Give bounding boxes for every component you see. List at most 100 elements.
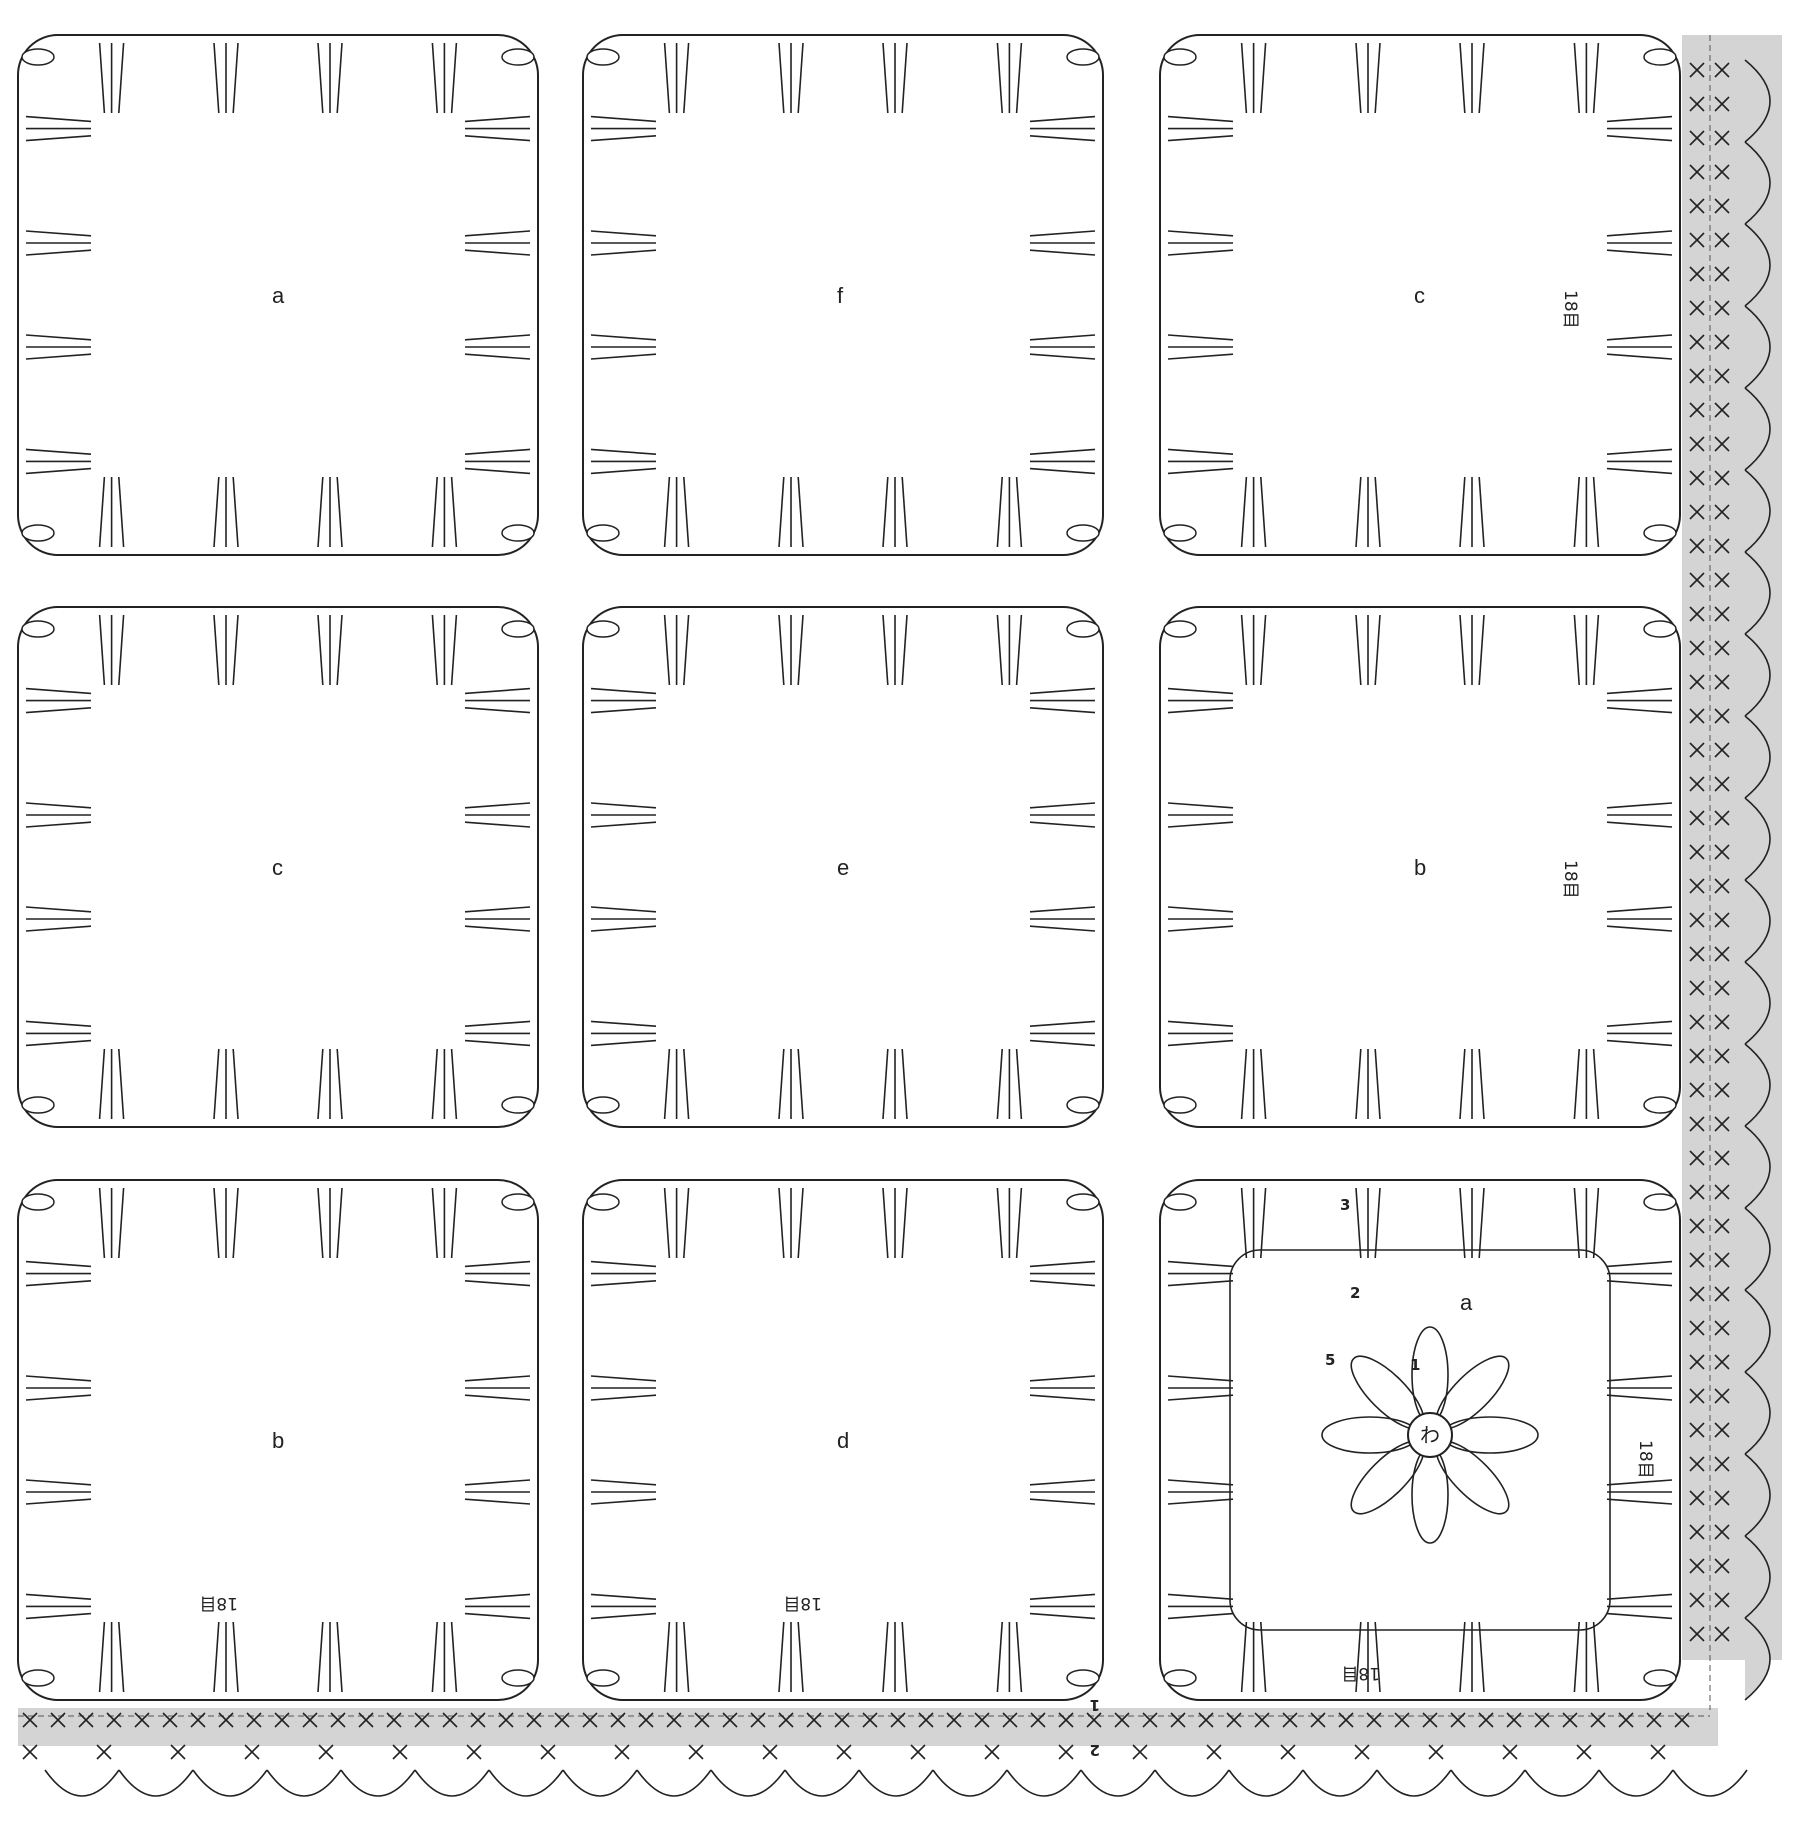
picot-scallop	[489, 1770, 563, 1796]
dc-stitch	[1356, 43, 1361, 113]
dc-stitch	[337, 1188, 342, 1258]
chain-oval	[502, 1194, 534, 1210]
picot-scallop	[193, 1770, 267, 1796]
motif-letter-label: c	[1414, 283, 1425, 308]
picot-scallop	[267, 1770, 341, 1796]
dc-stitch	[591, 335, 656, 340]
dc-stitch	[432, 43, 437, 113]
dc-stitch	[591, 1499, 656, 1504]
dc-stitch	[1607, 469, 1672, 474]
sc-stitch-mark	[1207, 1745, 1221, 1759]
chain-oval	[1644, 525, 1676, 541]
dc-stitch	[1607, 1395, 1672, 1400]
dc-stitch	[119, 615, 124, 685]
chain-oval	[1644, 1194, 1676, 1210]
dc-stitch	[465, 449, 530, 454]
chain-oval	[1067, 1670, 1099, 1686]
dc-stitch	[779, 615, 784, 685]
dc-stitch	[26, 335, 91, 340]
dc-stitch	[465, 926, 530, 931]
dc-stitch	[798, 615, 803, 685]
dc-stitch	[1356, 615, 1361, 685]
dc-stitch	[1375, 43, 1380, 113]
dc-stitch	[1030, 1041, 1095, 1046]
dc-stitch	[318, 1049, 323, 1119]
dc-stitch	[465, 1262, 530, 1267]
chain-oval	[22, 49, 54, 65]
dc-stitch	[1479, 1188, 1484, 1258]
dc-stitch	[1460, 1049, 1465, 1119]
picot-scallop	[785, 1770, 859, 1796]
dc-stitch	[318, 615, 323, 685]
dc-stitch	[233, 1188, 238, 1258]
dc-stitch	[26, 1594, 91, 1599]
dc-stitch	[432, 477, 437, 547]
dc-stitch	[591, 822, 656, 827]
dc-stitch	[1168, 708, 1233, 713]
labels: afccebbd18目18目18目18目18目18目わa123512	[199, 283, 1655, 1759]
dc-stitch	[1168, 136, 1233, 141]
dc-stitch	[1030, 926, 1095, 931]
sc-stitch-mark	[541, 1745, 555, 1759]
dc-stitch	[26, 1480, 91, 1485]
chain-oval	[1164, 525, 1196, 541]
dc-stitch	[591, 231, 656, 236]
dc-stitch	[1030, 335, 1095, 340]
dc-stitch	[26, 907, 91, 912]
dc-stitch	[1375, 477, 1380, 547]
motif-letter-label: c	[272, 855, 283, 880]
dc-stitch	[432, 1049, 437, 1119]
dc-stitch	[1030, 136, 1095, 141]
dc-stitch	[465, 250, 530, 255]
chain-oval	[587, 49, 619, 65]
dc-stitch	[591, 1614, 656, 1619]
dc-stitch	[1479, 477, 1484, 547]
dc-stitch	[1479, 43, 1484, 113]
dc-stitch	[1607, 1376, 1672, 1381]
dc-stitch	[100, 1622, 105, 1692]
dc-stitch	[1168, 1499, 1233, 1504]
dc-stitch	[214, 1049, 219, 1119]
chain-oval	[22, 1194, 54, 1210]
picot-scallop	[1155, 1770, 1229, 1796]
dc-stitch	[798, 1049, 803, 1119]
dc-stitch	[997, 477, 1002, 547]
dc-stitch	[337, 615, 342, 685]
motif-letter-label: b	[1414, 855, 1426, 880]
dc-stitch	[465, 1480, 530, 1485]
dc-stitch	[997, 1622, 1002, 1692]
dc-stitch	[1030, 708, 1095, 713]
chain-oval	[502, 1097, 534, 1113]
chain-oval	[1644, 1670, 1676, 1686]
dc-stitch	[1460, 477, 1465, 547]
dc-stitch	[1479, 615, 1484, 685]
dc-stitch	[1574, 43, 1579, 113]
dc-stitch	[233, 43, 238, 113]
dc-stitch	[452, 477, 457, 547]
dc-stitch	[591, 1021, 656, 1026]
dc-stitch	[465, 1281, 530, 1286]
picot-scallop	[1081, 1770, 1155, 1796]
dc-stitch	[465, 469, 530, 474]
chain-oval	[1164, 49, 1196, 65]
dc-stitch	[26, 1021, 91, 1026]
dc-stitch	[1030, 469, 1095, 474]
dc-stitch	[1017, 615, 1022, 685]
dc-stitch	[1574, 615, 1579, 685]
dc-stitch	[452, 1622, 457, 1692]
dc-stitch	[100, 1188, 105, 1258]
dc-stitch	[997, 615, 1002, 685]
dc-stitch	[591, 1480, 656, 1485]
dc-stitch	[26, 689, 91, 694]
dc-stitch	[1030, 803, 1095, 808]
dc-stitch	[26, 926, 91, 931]
dc-stitch	[684, 1049, 689, 1119]
dc-stitch	[465, 689, 530, 694]
dc-stitch	[119, 1622, 124, 1692]
dc-stitch	[1030, 231, 1095, 236]
dc-stitch	[1030, 449, 1095, 454]
dc-stitch	[452, 43, 457, 113]
picot-scallop	[711, 1770, 785, 1796]
dc-stitch	[465, 231, 530, 236]
dc-stitch	[1375, 615, 1380, 685]
